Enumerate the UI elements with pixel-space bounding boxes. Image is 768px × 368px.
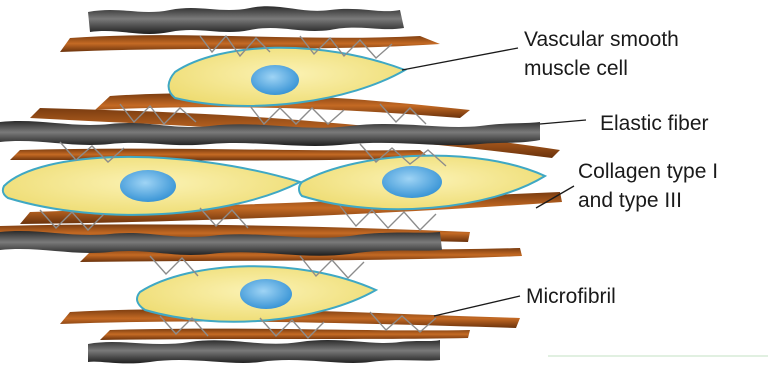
cell-nucleus [120, 170, 176, 202]
leader-line-smooth-muscle [402, 48, 518, 70]
leader-line-elastic-fiber [540, 120, 586, 124]
collagen-bundle [10, 149, 430, 161]
label-smooth-muscle-line2: muscle cell [524, 57, 628, 80]
label-elastic-fiber: Elastic fiber [600, 112, 709, 135]
cell-nucleus [251, 65, 299, 95]
label-microfibril: Microfibril [526, 285, 616, 308]
label-collagen-line2: and type III [578, 189, 682, 212]
label-collagen-line1: Collagen type I [578, 160, 718, 183]
cell-nucleus [240, 279, 292, 309]
leader-line-microfibril [434, 296, 520, 316]
label-smooth-muscle-line1: Vascular smooth [524, 28, 679, 51]
smooth-muscle-cells [3, 48, 545, 322]
labels: Vascular smooth muscle cell Elastic fibe… [524, 28, 718, 308]
elastic-fiber [88, 340, 440, 363]
cell-nucleus [382, 166, 442, 198]
collagen-bundle [100, 329, 470, 340]
smooth-muscle-cell [169, 48, 405, 106]
elastic-fiber [88, 6, 404, 34]
